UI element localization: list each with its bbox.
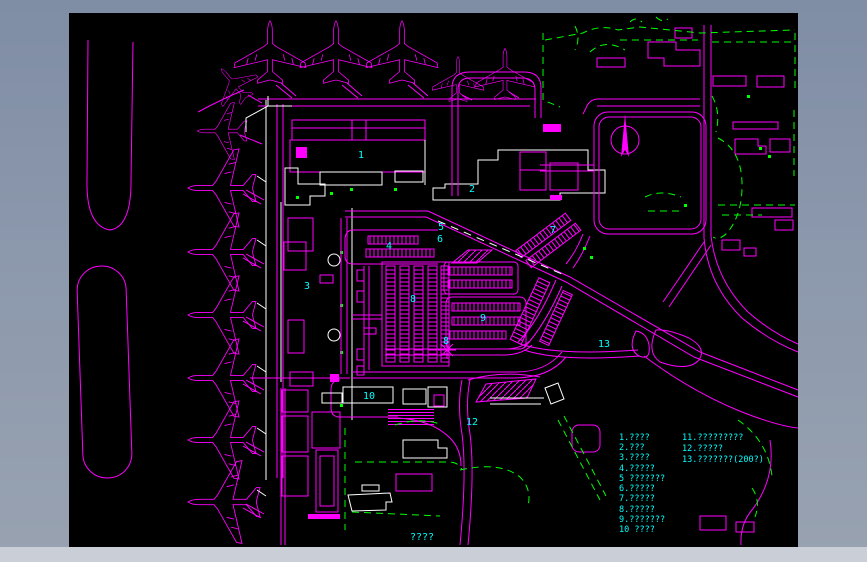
- star-marker-icon: [438, 341, 456, 359]
- legend-item: 13.???????(200?): [682, 455, 764, 465]
- plan-label-10: 10: [363, 391, 375, 402]
- plan-label-6: 6: [437, 234, 443, 245]
- plan-label-8b: 8: [443, 336, 449, 347]
- legend-item: 2.???: [619, 443, 645, 453]
- landside-buildings: [281, 374, 448, 519]
- legend-item: 3.????: [619, 453, 650, 463]
- plan-label-13: 13: [598, 339, 610, 350]
- drawing-title: ????: [410, 532, 434, 543]
- jet-bridges: [239, 82, 520, 519]
- plan-label-1: 1: [358, 150, 364, 161]
- parked-airplanes: [187, 20, 535, 544]
- status-bar: [0, 547, 867, 562]
- legend-item: 10 ????: [619, 525, 655, 535]
- plan-label-3: 3: [304, 281, 310, 292]
- plan-label-5: 5: [438, 222, 444, 233]
- legend-item: 5 ???????: [619, 474, 665, 484]
- road-network: [250, 25, 799, 546]
- terminal-building-1: [284, 119, 426, 206]
- legend-item: 12.?????: [682, 444, 723, 454]
- plan-labels: 1 2 3 4 5 6 7 8 9 8 10 12 13: [304, 150, 610, 428]
- runway-outlines: [76, 39, 134, 479]
- plan-label-4: 4: [386, 241, 392, 252]
- legend: 1.???? 2.??? 3.???? 4.????? 5 ??????? 6.…: [619, 433, 764, 535]
- legend-item: 8.?????: [619, 505, 655, 515]
- legend-item: 4.?????: [619, 464, 655, 474]
- plan-label-8: 8: [410, 294, 416, 305]
- legend-item: 11.?????????: [682, 433, 743, 443]
- plan-label-7: 7: [550, 225, 556, 236]
- legend-item: 7.?????: [619, 494, 655, 504]
- outlying-buildings: [596, 27, 794, 533]
- terminal-building-2: [432, 71, 606, 201]
- taxi-line: [197, 89, 245, 113]
- legend-item: 9.???????: [619, 515, 665, 525]
- north-arrow-icon: [610, 114, 640, 157]
- legend-item: 1.????: [619, 433, 650, 443]
- plan-label-9: 9: [480, 313, 486, 324]
- legend-item: 6.?????: [619, 484, 655, 494]
- greenery-boundaries: [344, 16, 796, 530]
- parking-lots: [344, 212, 582, 426]
- plan-label-2: 2: [469, 184, 475, 195]
- plan-label-12: 12: [466, 417, 478, 428]
